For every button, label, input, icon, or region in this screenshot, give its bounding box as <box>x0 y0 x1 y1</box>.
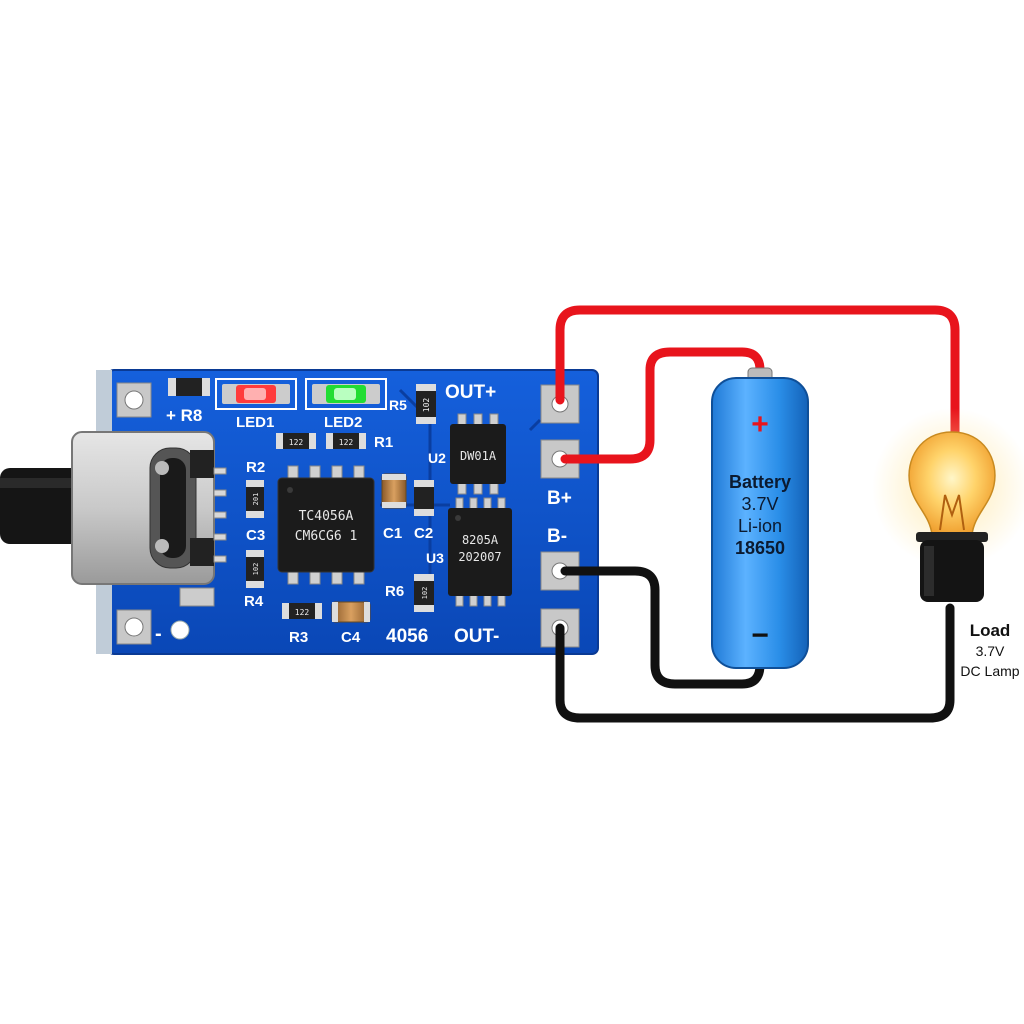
wire-out-minus-to-lamp <box>555 603 955 723</box>
load-title: Load <box>970 621 1011 640</box>
label-led1: LED1 <box>236 414 274 431</box>
svg-text:122: 122 <box>289 438 304 447</box>
resistor-r6: 102 <box>414 574 434 612</box>
svg-text:122: 122 <box>295 608 310 617</box>
wire-out-plus-to-lamp <box>555 305 960 445</box>
mounting-hole <box>116 382 152 418</box>
label-r1: R1 <box>374 434 393 451</box>
led2 <box>305 378 387 410</box>
battery-18650: + Battery 3.7V Li-ion 18650 − <box>711 367 809 669</box>
label-r6: R6 <box>385 583 404 600</box>
ic-dw01a: DW01A <box>450 413 506 495</box>
via-hole <box>170 620 190 640</box>
light-bulb-icon <box>872 408 1024 602</box>
svg-text:122: 122 <box>339 438 354 447</box>
battery-label-line2: 3.7V <box>741 494 778 514</box>
svg-text:102: 102 <box>422 398 431 413</box>
ic-8205a: 8205A 202007 <box>448 497 512 607</box>
pin-label-b-plus: B+ <box>547 488 572 509</box>
label-c3: C3 <box>246 527 265 544</box>
svg-text:102: 102 <box>252 563 260 576</box>
label-u2: U2 <box>428 450 446 466</box>
resistor-led: 122 <box>276 433 316 449</box>
svg-text:CM6CG6 1: CM6CG6 1 <box>295 529 358 544</box>
label-r2: R2 <box>246 459 265 476</box>
ic-tc4056a: TC4056A CM6CG6 1 <box>277 465 375 585</box>
svg-text:TC4056A: TC4056A <box>299 509 354 524</box>
label-u3: U3 <box>426 550 444 566</box>
resistor-r2: 201 <box>246 480 264 518</box>
label-led2: LED2 <box>324 414 362 431</box>
wire-b-plus-to-battery <box>560 347 765 464</box>
battery-label-line4: 18650 <box>735 538 785 558</box>
battery-label-line1: Battery <box>729 472 791 492</box>
label-minus: - <box>155 623 162 645</box>
pin-label-out-minus: OUT- <box>454 626 499 647</box>
board-model-label: 4056 <box>386 626 428 647</box>
label-c2: C2 <box>414 525 433 542</box>
mounting-hole <box>116 609 152 645</box>
label-r3: R3 <box>289 629 308 646</box>
capacitor-c2 <box>414 480 434 516</box>
battery-plus-sign: + <box>751 408 769 441</box>
battery-label-line3: Li-ion <box>738 516 782 536</box>
load-description: DC Lamp <box>960 663 1019 679</box>
resistor-r5: 102 <box>416 384 436 424</box>
svg-text:201: 201 <box>252 493 260 506</box>
pin-label-out-plus: OUT+ <box>445 382 496 403</box>
resistor-r1: 122 <box>326 433 366 449</box>
led1 <box>215 378 297 410</box>
svg-text:202007: 202007 <box>458 550 501 564</box>
pin-label-b-minus: B- <box>547 526 567 547</box>
label-c4: C4 <box>341 629 361 646</box>
capacitor-c4 <box>331 601 371 623</box>
svg-text:DW01A: DW01A <box>460 449 497 463</box>
svg-text:8205A: 8205A <box>462 533 499 547</box>
label-r5: R5 <box>389 397 407 413</box>
resistor-r4: 102 <box>246 550 264 588</box>
resistor-r8 <box>168 378 210 396</box>
label-c1: C1 <box>383 525 402 542</box>
battery-minus-sign: − <box>751 619 769 652</box>
charger-board: + R8 LED1 LED2 102 R5 <box>71 369 599 655</box>
svg-text:102: 102 <box>421 587 429 600</box>
load-voltage: 3.7V <box>976 643 1005 659</box>
capacitor-c1 <box>381 473 407 509</box>
label-r8: + R8 <box>166 406 202 425</box>
usb-c-connector-icon <box>71 431 227 607</box>
label-r4: R4 <box>244 593 264 610</box>
wire-b-minus-to-battery <box>560 566 765 689</box>
resistor-r3: 122 <box>282 603 322 619</box>
